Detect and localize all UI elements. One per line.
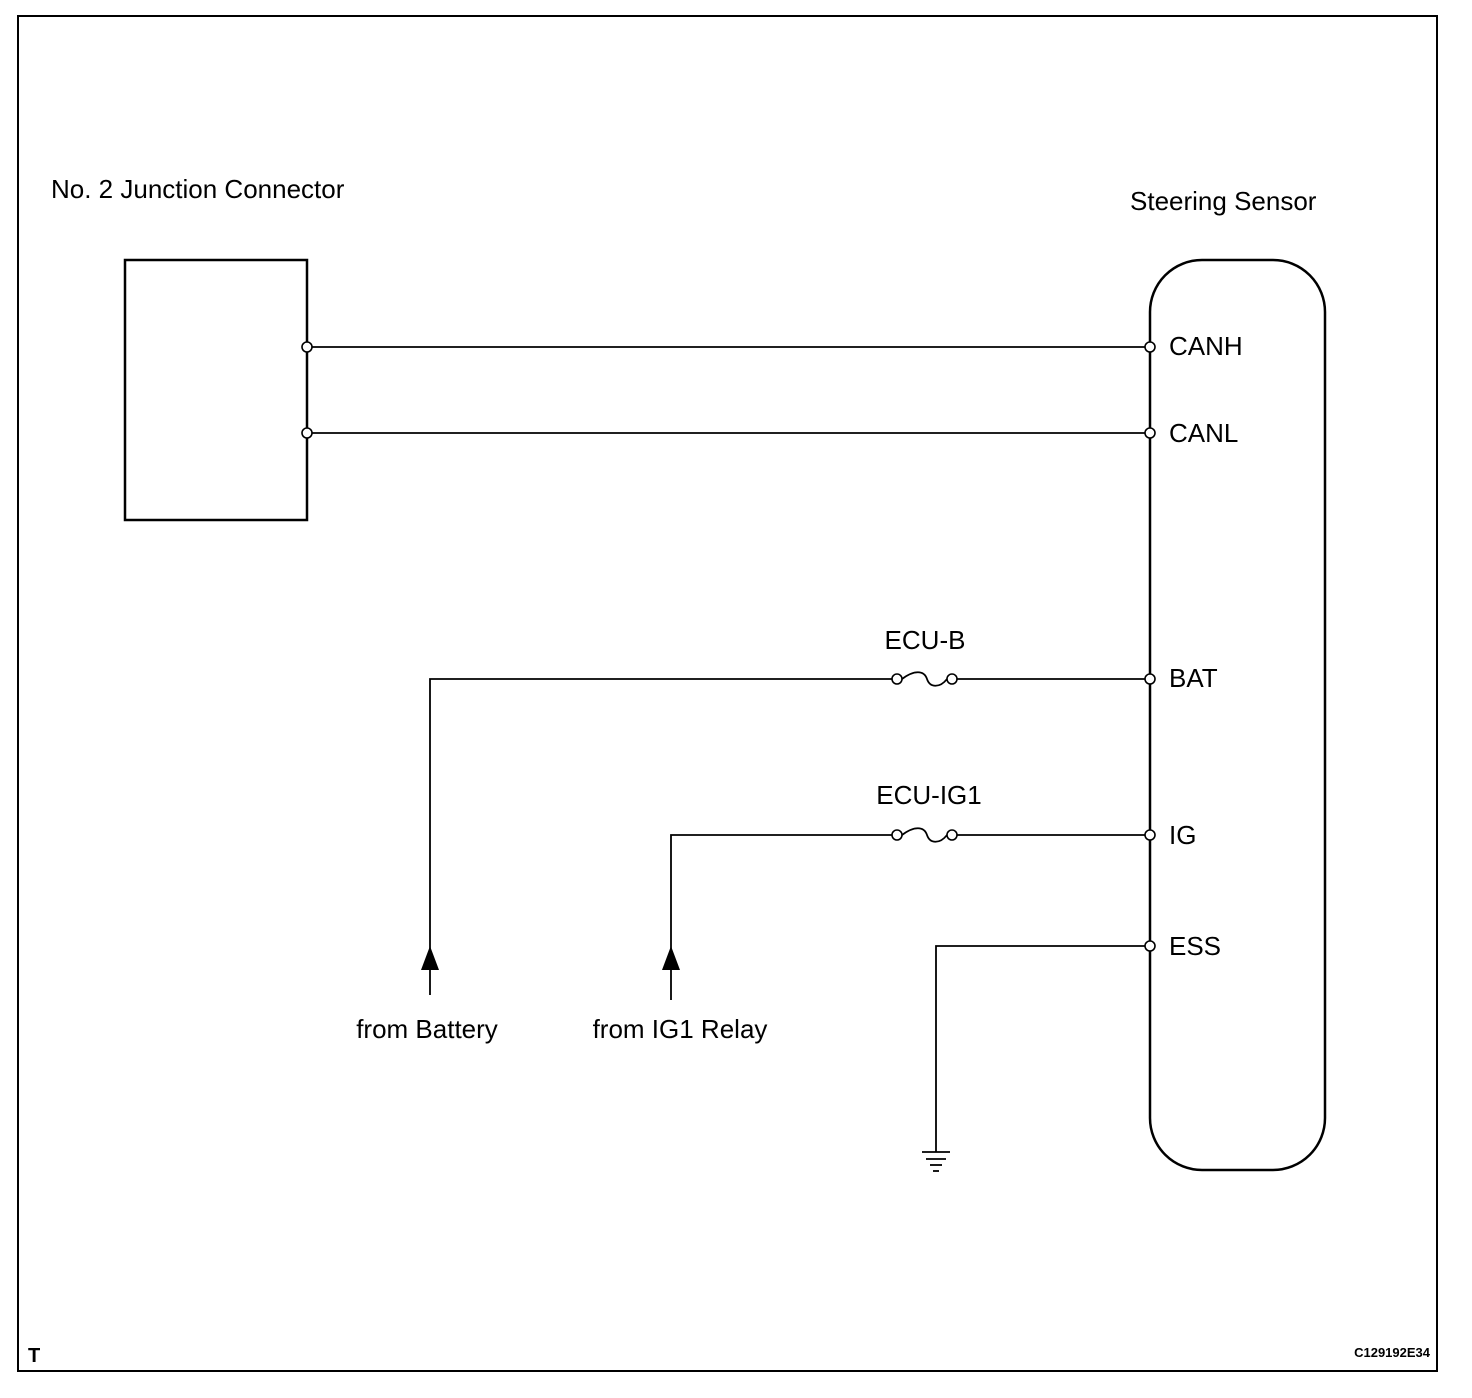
pin-label-ig: IG [1169, 820, 1196, 850]
sensor-terminal-ess [1144, 940, 1156, 952]
ig1-relay-wire [670, 834, 897, 1000]
junction-terminal-canl [301, 427, 313, 439]
junction-terminal-canh [301, 341, 313, 353]
pin-label-bat: BAT [1169, 663, 1218, 693]
ig1-relay-arrow-icon [662, 946, 680, 970]
figure-code: C129192E34 [1354, 1345, 1431, 1360]
ecu-b-fuse-icon [901, 671, 948, 687]
pin-label-canh: CANH [1169, 331, 1243, 361]
steering-sensor-body [1148, 258, 1327, 1172]
pin-label-canl: CANL [1169, 418, 1238, 448]
ecu-ig1-fuse-terminal [946, 829, 958, 841]
ecu-b-fuse-terminal [891, 673, 903, 685]
steering-sensor-label: Steering Sensor [1130, 186, 1317, 216]
sensor-terminal-ig [1144, 829, 1156, 841]
corner-mark: T [28, 1345, 40, 1367]
diagram-frame [17, 15, 1438, 1372]
ess-wire [935, 945, 1150, 1152]
ecu-b-fuse-terminal [946, 673, 958, 685]
pin-label-ess: ESS [1169, 931, 1221, 961]
fuse-label-ecu-b: ECU-B [885, 625, 966, 655]
junction-connector-box [123, 258, 309, 522]
source-label-ig1-relay: from IG1 Relay [593, 1014, 768, 1044]
junction-connector-label: No. 2 Junction Connector [51, 174, 345, 204]
sensor-terminal-canh [1144, 341, 1156, 353]
fuse-label-ecu-ig1: ECU-IG1 [876, 780, 981, 810]
sensor-terminal-bat [1144, 673, 1156, 685]
battery-wire [429, 678, 897, 995]
ecu-ig1-fuse-icon [901, 827, 948, 843]
ecu-ig1-fuse-terminal [891, 829, 903, 841]
ground-icon [922, 1151, 950, 1172]
source-label-battery: from Battery [356, 1014, 498, 1044]
battery-arrow-icon [421, 946, 439, 970]
sensor-terminal-canl [1144, 427, 1156, 439]
